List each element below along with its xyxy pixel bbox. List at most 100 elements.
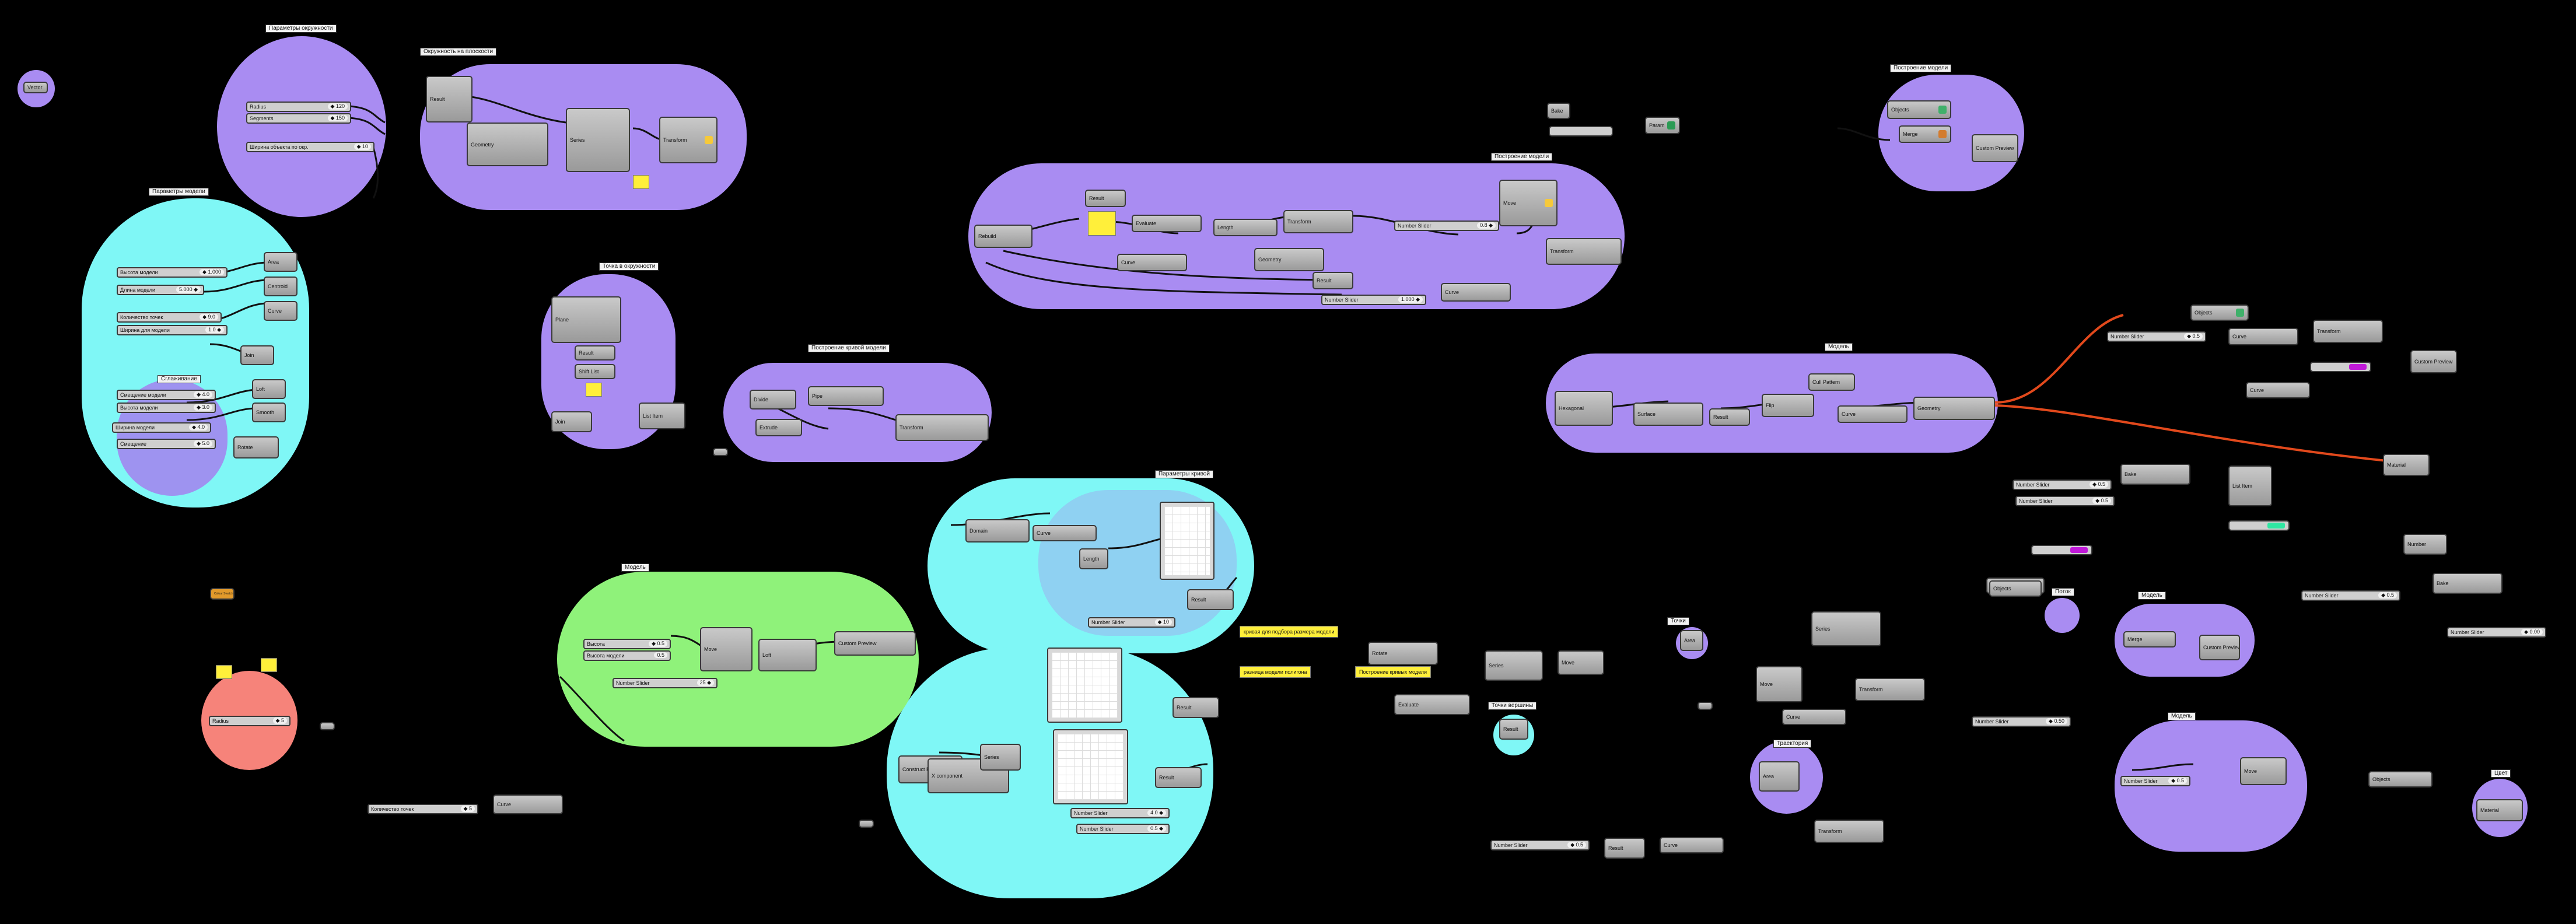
panel-small[interactable] xyxy=(586,383,602,397)
move-component[interactable]: Move xyxy=(2240,757,2287,785)
curve-component[interactable]: Curve xyxy=(2228,328,2298,345)
group-title[interactable]: Построение модели xyxy=(1890,64,1952,72)
centroid-component[interactable]: Centroid xyxy=(264,276,298,296)
number-slider[interactable]: Number Slider 25 ◆ xyxy=(612,678,718,688)
panel-small[interactable] xyxy=(633,175,649,189)
colour-swatch[interactable] xyxy=(1549,126,1613,136)
radius-slider[interactable]: Radius ◆ 120 xyxy=(246,102,351,112)
number-slider[interactable]: Number Slider ◆ 0.5 xyxy=(2013,480,2112,490)
result-component[interactable]: Result xyxy=(1499,719,1528,740)
geometry-component[interactable]: Geometry xyxy=(1913,397,1995,420)
flip-component[interactable]: Flip xyxy=(1762,394,1814,417)
series-component[interactable]: Series xyxy=(1811,611,1881,646)
curve-component[interactable]: Curve xyxy=(1441,283,1511,302)
colour-swatch[interactable] xyxy=(2310,362,2371,372)
group-title[interactable]: Параметры кривой xyxy=(1155,470,1213,478)
join-component[interactable]: Join xyxy=(240,345,274,365)
transform-component[interactable]: Transform xyxy=(1855,678,1925,701)
evaluate-component[interactable]: Evaluate xyxy=(1132,215,1202,232)
result-component[interactable]: Result xyxy=(1312,272,1353,289)
rebuild-component[interactable]: Rebuild xyxy=(974,225,1032,248)
number-slider[interactable]: Number Slider ◆ 0.00 xyxy=(2447,627,2546,638)
number-slider[interactable]: Number Slider 0.8 ◆ xyxy=(1394,220,1499,231)
graph-mapper[interactable] xyxy=(1053,729,1128,804)
panel-small[interactable] xyxy=(261,658,277,672)
join-component[interactable]: Join xyxy=(551,411,592,432)
area-component[interactable]: Area xyxy=(1759,761,1800,792)
group-title[interactable]: Параметры окружности xyxy=(265,24,337,33)
objects-component[interactable]: Objects xyxy=(2190,304,2249,321)
note-panel[interactable]: Построение кривых модели xyxy=(1355,666,1432,678)
curve-component[interactable]: Curve xyxy=(1032,525,1097,541)
list-component[interactable]: List Item xyxy=(2228,466,2272,506)
width-slider-2[interactable]: Ширина модели ◆ 4.0 xyxy=(112,422,211,433)
relay[interactable] xyxy=(1698,702,1713,710)
group-title[interactable]: Построение модели xyxy=(1491,153,1553,161)
smooth-component[interactable]: Smooth xyxy=(252,402,286,422)
group-title[interactable]: Сглаживание xyxy=(158,375,201,383)
move-component[interactable]: Move xyxy=(1499,180,1558,226)
length-component[interactable]: Length xyxy=(1079,548,1108,569)
transform-component[interactable]: Transform xyxy=(659,117,718,163)
loft-component[interactable]: Loft xyxy=(252,379,286,399)
objects-component[interactable]: Objects xyxy=(2368,771,2432,788)
number-slider[interactable]: Number Slider ◆ 0.5 xyxy=(2015,496,2115,506)
material-component[interactable]: Material xyxy=(2476,799,2523,821)
note-panel[interactable]: кривая для подбора размера модели xyxy=(1240,626,1339,638)
result-component[interactable]: Result xyxy=(1085,190,1126,207)
number-component[interactable]: Number xyxy=(2403,534,2447,555)
graph-mapper[interactable] xyxy=(1160,502,1214,580)
merge-component[interactable]: Merge xyxy=(2123,631,2176,648)
radius-slider[interactable]: Radius ◆ 5 xyxy=(209,716,290,726)
group-title[interactable]: Модель xyxy=(621,564,649,572)
custom-preview-component[interactable]: Custom Preview xyxy=(2410,350,2457,373)
move-component[interactable]: Move xyxy=(700,627,752,671)
geometry-component[interactable]: Geometry xyxy=(467,123,548,166)
colour-swatch[interactable] xyxy=(2228,520,2290,531)
graph-mapper[interactable] xyxy=(1047,648,1122,723)
height-slider-3[interactable]: Высота модели 0.5 xyxy=(583,650,671,661)
vector-component[interactable]: Vector xyxy=(23,82,48,93)
group-title[interactable]: Точка в окружности xyxy=(599,262,659,271)
circle-component[interactable]: Result xyxy=(426,76,473,123)
area-component[interactable]: Area xyxy=(264,252,298,272)
curve-component[interactable]: Curve xyxy=(1838,405,1908,423)
group-title[interactable]: Точки вершины xyxy=(1488,702,1537,710)
number-slider[interactable]: Number Slider 4.0 ◆ xyxy=(1070,808,1170,818)
group-blob-circle-top[interactable] xyxy=(217,36,386,217)
width-slider[interactable]: Ширина объекта по окр. ◆ 10 xyxy=(246,142,374,152)
rotate-component[interactable]: Rotate xyxy=(233,436,279,459)
group-title[interactable]: Точки xyxy=(1667,617,1689,625)
custom-preview-component[interactable]: Custom Preview xyxy=(2199,635,2240,660)
custom-preview-component[interactable]: Custom Preview xyxy=(1972,134,2018,162)
note-panel[interactable]: разница модели полигона xyxy=(1240,666,1311,678)
result-component[interactable]: Result xyxy=(1172,697,1219,718)
model-length-slider[interactable]: Длина модели 5.000 ◆ xyxy=(117,285,204,295)
number-slider[interactable]: Number Slider ◆ 0.5 xyxy=(2301,590,2400,601)
shift-component[interactable]: Shift List xyxy=(575,364,615,379)
group-title[interactable]: Модель xyxy=(1825,343,1853,351)
height-slider-2[interactable]: Высота ◆ 0.5 xyxy=(583,639,671,649)
relay[interactable] xyxy=(320,722,335,730)
plane-component[interactable]: Plane xyxy=(551,296,621,343)
relay[interactable] xyxy=(713,448,728,456)
transform-component[interactable]: Transform xyxy=(2313,320,2383,343)
result-component[interactable]: Result xyxy=(1187,589,1234,610)
move-component[interactable]: Move xyxy=(1558,650,1604,675)
move-component[interactable]: Move xyxy=(1756,666,1803,702)
curve-component[interactable]: Curve xyxy=(264,301,298,321)
number-slider[interactable]: Number Slider ◆ 0.5 xyxy=(2107,331,2206,342)
series-component[interactable]: Series xyxy=(980,744,1021,771)
bake-component[interactable]: Bake xyxy=(2432,573,2502,594)
transform-component[interactable]: Transform xyxy=(1283,210,1353,233)
curve-component[interactable]: Curve xyxy=(1117,254,1187,271)
geometry-component[interactable]: Geometry xyxy=(1254,248,1324,271)
surface-component[interactable]: Surface xyxy=(1633,402,1703,426)
rotate-component[interactable]: Rotate xyxy=(1368,642,1438,665)
number-slider[interactable]: Number Slider ◆ 0.5 xyxy=(1490,840,1590,850)
param-component[interactable]: Param xyxy=(1645,117,1680,134)
transform-component[interactable]: Transform xyxy=(1546,238,1622,265)
series-component[interactable]: Series xyxy=(1485,650,1543,681)
model-width-slider[interactable]: Ширина для модели 1.0 ◆ xyxy=(117,325,228,335)
